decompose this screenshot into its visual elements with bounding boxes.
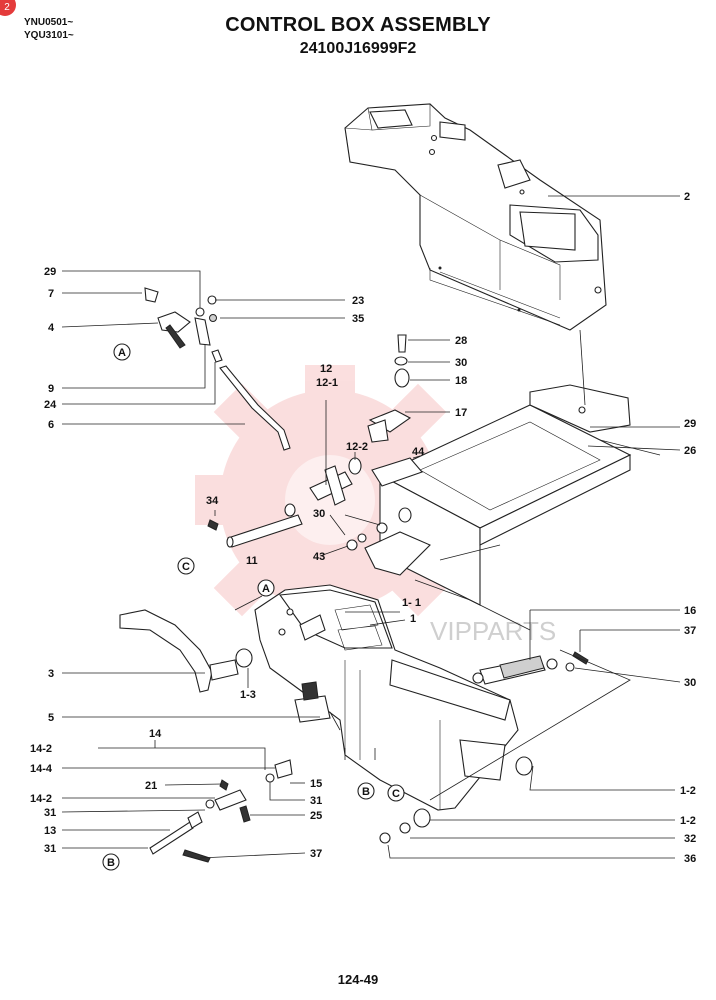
- ref-c-left: C: [177, 557, 195, 575]
- washer-part-30: [565, 662, 575, 672]
- callout-30-right: 30: [684, 677, 696, 689]
- pin-part-37: [572, 651, 589, 665]
- callout-12: 12: [320, 363, 332, 375]
- ref-a-upper: A: [113, 343, 131, 361]
- callout-34: 34: [206, 495, 219, 507]
- callout-labels: 2 29 7 4 23 35 9 24 6 28 30 18 12 12-1 1…: [30, 191, 696, 865]
- callout-31-left: 31: [44, 807, 56, 819]
- callout-32: 32: [684, 833, 696, 845]
- control-rod-part-6: [219, 365, 291, 451]
- callout-44: 44: [412, 446, 425, 458]
- handle-part-3: [119, 609, 253, 693]
- callout-36: 36: [684, 853, 696, 865]
- callout-29: 29: [44, 266, 56, 278]
- upper-cover-part-2: [344, 103, 607, 331]
- page-number: 124-49: [337, 972, 379, 987]
- callout-14: 14: [149, 728, 162, 740]
- svg-text:A: A: [118, 347, 126, 359]
- callout-7: 7: [48, 288, 54, 300]
- callout-1-3: 1-3: [240, 689, 256, 701]
- lever-part-13: [149, 811, 211, 863]
- svg-text:B: B: [107, 857, 115, 869]
- callout-1-1: 1- 1: [402, 597, 421, 609]
- reference-marks: A A C B C B: [102, 343, 405, 871]
- callout-29-right: 29: [684, 418, 696, 430]
- callout-14-2-lower: 14-2: [30, 793, 52, 805]
- callout-16: 16: [684, 605, 696, 617]
- svg-text:C: C: [392, 788, 400, 800]
- control-box-part-1: [254, 584, 519, 811]
- callout-3: 3: [48, 668, 54, 680]
- callout-14-4: 14-4: [30, 763, 53, 775]
- ref-b-center: B: [357, 782, 375, 800]
- bracket-part-17: [367, 334, 412, 443]
- linkage-part-14: [205, 759, 293, 823]
- serial-range: YNU0501~ YQU3101~: [24, 16, 74, 42]
- bushing-part-1-2-upper: [515, 756, 533, 776]
- assembly-part-number: 24100J16999F2: [299, 40, 417, 57]
- serial-range-2: YQU3101~: [24, 30, 74, 41]
- callout-4: 4: [48, 322, 55, 334]
- small-parts-group-top-left: [144, 287, 223, 363]
- callout-37: 37: [684, 625, 696, 637]
- callout-35: 35: [352, 313, 364, 325]
- callout-11: 11: [246, 555, 258, 567]
- callout-13: 13: [44, 825, 56, 837]
- shaft-part-11: [207, 514, 303, 548]
- callout-12-1: 12-1: [316, 377, 338, 389]
- callout-30-mid: 30: [313, 508, 325, 520]
- callout-37-bottom: 37: [310, 848, 322, 860]
- callout-25: 25: [310, 810, 322, 822]
- callout-43: 43: [313, 551, 325, 563]
- callout-1: 1: [410, 613, 416, 625]
- pivot-bracket-part-12: [284, 457, 362, 517]
- svg-text:C: C: [182, 561, 190, 573]
- callout-18: 18: [455, 375, 467, 387]
- ref-a-lower: A: [257, 579, 275, 597]
- callout-23: 23: [352, 295, 364, 307]
- plate-part-44: [371, 457, 423, 487]
- watermark-text: VIPPARTS: [430, 616, 556, 646]
- gas-spring-part-16: [472, 655, 558, 685]
- leader-lines: [61, 195, 681, 859]
- callout-28: 28: [455, 335, 467, 347]
- ref-c-center: C: [387, 784, 405, 802]
- callout-2: 2: [684, 191, 690, 203]
- callout-24: 24: [44, 399, 57, 411]
- washer-stack-part-30-43: [346, 507, 431, 576]
- svg-text:B: B: [362, 786, 370, 798]
- callout-12-2: 12-2: [346, 441, 368, 453]
- callout-31-right: 31: [310, 795, 322, 807]
- callout-14-2: 14-2: [30, 743, 52, 755]
- callout-9: 9: [48, 383, 54, 395]
- page-badge: 2: [0, 0, 16, 16]
- bushing-part-1-2-lower: [413, 808, 431, 828]
- callout-15: 15: [310, 778, 322, 790]
- callout-26: 26: [684, 445, 696, 457]
- ref-b-lower: B: [102, 853, 120, 871]
- serial-range-1: YNU0501~: [24, 17, 74, 28]
- callout-31-bottom: 31: [44, 843, 56, 855]
- switch-part-5: [294, 681, 341, 731]
- callout-6: 6: [48, 419, 54, 431]
- callout-5: 5: [48, 712, 54, 724]
- callout-1-2-lower: 1-2: [680, 815, 696, 827]
- callout-17: 17: [455, 407, 467, 419]
- callout-30: 30: [455, 357, 467, 369]
- washer-part-36: [379, 832, 391, 844]
- washer-part-32: [399, 822, 411, 834]
- page-title: CONTROL BOX ASSEMBLY: [225, 14, 491, 36]
- callout-1-2-upper: 1-2: [680, 785, 696, 797]
- svg-text:A: A: [262, 583, 270, 595]
- callout-21: 21: [145, 780, 157, 792]
